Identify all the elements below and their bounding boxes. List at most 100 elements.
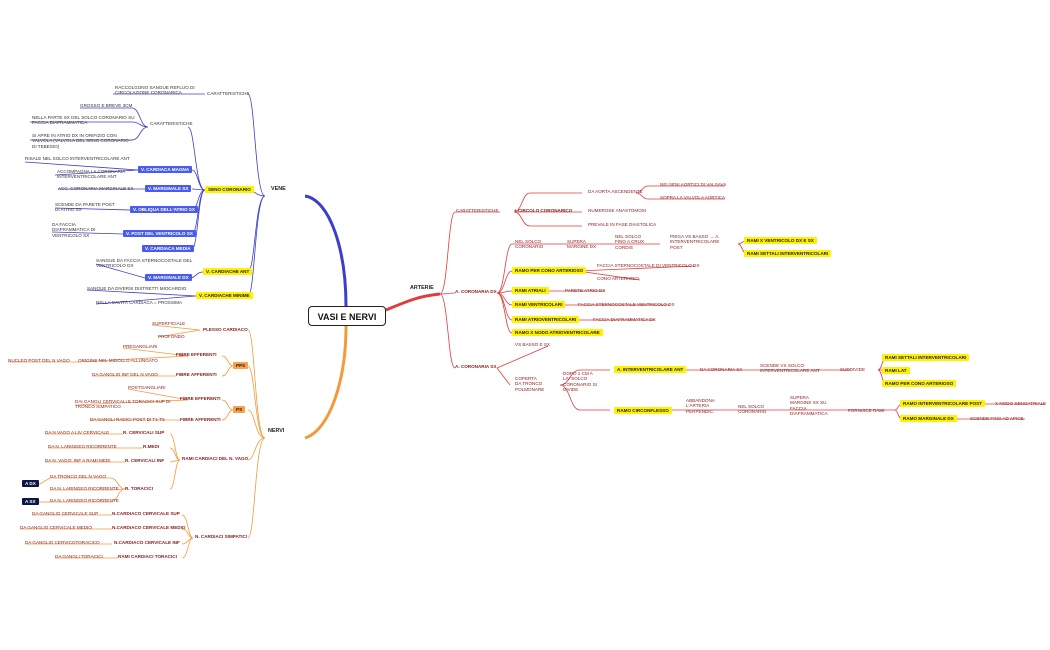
node-ramo-marginale-dx[interactable]: RAMO MARGINALE DX — [900, 415, 957, 422]
branch-arterie[interactable]: ARTERIE — [410, 285, 434, 291]
node-da-faccia[interactable]: DA FACCIA DIAFRAMMATICA DI VENTRICOLO SX — [52, 222, 96, 238]
node-profondo[interactable]: PROFONDO — [158, 334, 185, 339]
node-abbandona[interactable]: ABBANDONA L'ARTERIA PERPENDIC. — [686, 398, 715, 414]
node-fornisce-rami[interactable]: FORNISCE RAMI — [848, 408, 885, 413]
node-v-cardiaca-magna[interactable]: V. CARDIACA MAGNA — [138, 166, 193, 173]
node-da-ganglio-sup[interactable]: DA GANGLIO CERVICALE SUP — [32, 511, 99, 516]
node-seno-coronario[interactable]: SENO CORONARIO — [205, 186, 254, 193]
node-ramo-cono-sx[interactable]: RAMO PER CONO ARTERIOSO — [882, 380, 957, 387]
node-rami-atrioventricolari[interactable]: RAMI ATRIOVENTRICOLARI — [512, 316, 580, 323]
node-r-cervicali-sup[interactable]: R. CERVICALI SUP — [123, 430, 165, 435]
node-seno-caratteristiche[interactable]: CARATTERISTICHE — [150, 121, 193, 126]
node-a-dx[interactable]: A DX — [22, 480, 39, 487]
node-postgangliari[interactable]: POSTGANGLIARI — [128, 385, 166, 390]
node-pregangliari[interactable]: PREGANGLIARI — [123, 344, 158, 349]
node-da-n-laringeo-2[interactable]: DA N. LARINGEO RICORRENTE — [50, 486, 119, 491]
node-dai-gangli[interactable]: DAI GANGLI CERVICALI E TORACICI SUP DI T… — [75, 399, 171, 410]
node-scende-vs[interactable]: SCENDE VS SOLCO INTERVENTRICOLARE ANT — [760, 363, 820, 374]
node-da-n-vago-rami[interactable]: DA N. VAGO: INF A RAMI MEDI — [45, 458, 111, 463]
node-da-ganglio-medio[interactable]: DA GANGLIO CERVICALE MEDIO — [20, 525, 92, 530]
node-cono-arterioso[interactable]: CONO ARTERIOSO — [597, 276, 639, 281]
node-n-cardiaco-medio[interactable]: N.CARDIACO CERVICALE MEDIO — [112, 525, 186, 530]
node-nucleo-post[interactable]: NUCLEO POST DEL N VAGO — [8, 358, 70, 363]
node-faccia-sterno-ventr[interactable]: FACCIA STERNOCOSTALE VENTRICOLO DX — [578, 302, 675, 307]
node-nei-seni[interactable]: NEI SENI AORTICI DI VALSAVA — [660, 182, 727, 187]
node-suddivide[interactable]: SUDDIVIDE — [840, 367, 866, 372]
node-pps[interactable]: PPS — [233, 362, 249, 369]
node-da-ganglio-cervico[interactable]: DA GANGLIO CERVICOTORACICO — [25, 540, 100, 545]
node-fibre-efferenti-2[interactable]: FIBRE EFFERENTI — [180, 396, 221, 401]
node-a-coronaria-sx[interactable]: A. CORONARIA SX — [455, 364, 497, 369]
node-faccia-sterno-dx[interactable]: FACCIA STERNOCOSTALE DI VENTRICOLO DX — [597, 263, 700, 268]
node-fibre-efferenti-1[interactable]: FIBRE EFFERENTI — [176, 352, 217, 357]
node-rami-atriali[interactable]: RAMI ATRIALI — [512, 287, 549, 294]
node-nella-cavita[interactable]: NELLA CAVITÀ CARDIACA = PROSSIMA — [96, 300, 183, 305]
node-accompagna[interactable]: ACCOMPAGNA LA CORONARIA INTERVENTRICOLAR… — [57, 169, 126, 180]
node-r-medi[interactable]: R.MEDI — [143, 444, 160, 449]
node-v-cardiache-ant[interactable]: V. CARDIACHE ANT — [203, 268, 253, 275]
node-rami-settali[interactable]: RAMI SETTALI INTERVENTRICOLARI — [744, 250, 832, 257]
node-ps[interactable]: PS — [233, 406, 246, 413]
node-r-toracici[interactable]: R. TORACICI — [125, 486, 153, 491]
node-sopra-valvola[interactable]: SOPRA LA VALVOLA AORTICA — [660, 195, 726, 200]
node-supera-margine-dx[interactable]: SUPERA MARGINE DX — [567, 239, 597, 250]
node-circolo-coronarico[interactable]: + CIRCOLO CORONARICO — [514, 208, 573, 213]
node-nel-solco-coronario[interactable]: NEL SOLCO CORONARIO — [515, 239, 544, 250]
node-acc-coronaria[interactable]: ACC. CORONARIA MARGINALE SX — [58, 186, 134, 191]
node-parete-atrio[interactable]: PARETE ATRIO DX — [565, 288, 606, 293]
node-da-n-vago[interactable]: DA N VAGO A LIV CERVICALE — [45, 430, 110, 435]
node-da-n-laringeo-3[interactable]: DA N. LARINGEO RICORRENTE — [50, 498, 119, 503]
central-topic[interactable]: VASI E NERVI — [308, 306, 386, 326]
node-v-cardiaca-media[interactable]: V. CARDIACA MEDIA — [142, 245, 194, 252]
node-v-marginale-dx[interactable]: V. MARGINALE DX — [145, 274, 192, 281]
node-superficiale[interactable]: SUPERFICIALE — [152, 321, 186, 326]
node-nel-solco-fino[interactable]: NEL SOLCO FINO A CRUX CORDIS — [615, 234, 645, 250]
node-v-post[interactable]: V. POST DEL VENTRICOLO SX — [123, 230, 196, 237]
node-supera-margine-sx[interactable]: SUPERA MARGINE SX SU FACCIA DIAFRAMMATIC… — [790, 395, 828, 417]
node-faccia-diaframmatica-dx[interactable]: FACCIA DIAFRAMMATICA DX — [593, 317, 656, 322]
node-grosso[interactable]: GROSSO E BREVE 3CM — [80, 103, 133, 108]
node-v-marginale-sx[interactable]: V. MARGINALE SX — [145, 185, 192, 192]
node-fibre-afferenti-2[interactable]: FIBRE AFFERENTI — [180, 417, 221, 422]
node-da-n-laringeo-1[interactable]: DA N. LARINGEO RICORRENTE — [48, 444, 117, 449]
node-plesso-cardiaco[interactable]: PLESSO CARDIACO — [203, 327, 248, 332]
node-rami-settali-sx[interactable]: RAMI SETTALI INTERVENTRICOLARI — [882, 354, 970, 361]
node-r-cervicali-inf[interactable]: R. CERVICALI INF — [125, 458, 165, 463]
node-raccolgono[interactable]: RACCOLGONO SANGUE REFLUO DI CIRCOLAZIONE… — [115, 85, 195, 96]
node-vs-basso-sx[interactable]: VS BASSO E SX — [515, 342, 550, 347]
node-n-cardiaco-inf[interactable]: N.CARDIACO CERVICALE INF — [114, 540, 180, 545]
branch-vene[interactable]: VENE — [271, 186, 286, 192]
node-piega-vs-basso[interactable]: PIEGA VS BASSO → A. INTERVENTRICOLARE PO… — [670, 234, 720, 250]
node-scende-parete[interactable]: SCENDE DA PARETE POST DI ATRIO SX — [55, 202, 115, 213]
node-scende-fino[interactable]: SCENDE FINO AD APICE — [970, 416, 1024, 421]
node-a-sx[interactable]: A SX — [22, 498, 39, 505]
node-origine[interactable]: ORIGINE NEL MIDOLLO ALLUNGATO — [78, 358, 158, 363]
node-dopo-1cm[interactable]: DOPO 1 CM A LIV SOLCO CORONARIO SI DIVID… — [563, 371, 597, 393]
node-da-gangli-toracici[interactable]: DA GANGLI TORACICI — [55, 554, 103, 559]
node-x-nodo-senoatriale[interactable]: X NODO SENOATRIALE — [995, 401, 1047, 406]
node-v-obliqua[interactable]: V. OBLIQUA DELL'ATRIO SX — [130, 206, 198, 213]
node-n-cardiaci-simpatici[interactable]: N. CARDIACI SIMPATICI — [195, 534, 248, 539]
node-ramo-circonflesso[interactable]: RAMO CIRCONFLESSO — [614, 407, 672, 414]
node-prevale[interactable]: PREVALE IN FASE DIASTOLICA — [588, 222, 657, 227]
node-rami-cardiaci-toracici[interactable]: RAMI CARDIACI TORACICI — [118, 554, 177, 559]
node-nel-solco-sx[interactable]: NEL SOLCO CORONARIO — [738, 404, 767, 415]
node-da-tronco[interactable]: DA TRONCO DEL N VAGO — [50, 474, 107, 479]
node-numerose[interactable]: NUMEROSE ANASTOMOSI — [588, 208, 647, 213]
branch-nervi[interactable]: NERVI — [268, 428, 285, 434]
node-sangue-diversi[interactable]: SANGUE DA DIVERSI DISTRETTI MIOCARDIO — [87, 286, 187, 291]
node-risale[interactable]: RISALE NEL SOLCO INTERVENTRICOLARE ANT — [25, 156, 130, 161]
node-arterie-caratteristiche[interactable]: CARATTERISTICHE — [456, 208, 499, 213]
node-rami-x-ventricolo[interactable]: RAMI X VENTRICOLO DX E SX — [744, 237, 817, 244]
node-ramo-nodo[interactable]: RAMO X NODO ATRIOVENTRICOLARE — [512, 329, 603, 336]
node-ramo-interventricolare-post[interactable]: RAMO INTERVENTRICOLARE POST — [900, 400, 986, 407]
node-da-coronaria-sx[interactable]: DA CORONARIA SX — [700, 367, 743, 372]
node-da-aorta[interactable]: DA AORTA ASCENDENTE — [588, 189, 643, 194]
node-da-ganglio-inf[interactable]: DA GANGLIO INF DEL N VAGO — [92, 372, 158, 377]
node-coperta[interactable]: COPERTA DA TRONCO POLMONARE — [515, 376, 545, 392]
node-rami-cardiaci-vago[interactable]: RAMI CARDIACI DEL N. VAGO — [182, 456, 249, 461]
node-a-coronaria-dx[interactable]: A. CORONARIA DX — [455, 289, 497, 294]
node-v-cardiache-minime[interactable]: V. CARDIACHE MINIME — [196, 292, 253, 299]
node-si-apre[interactable]: SI APRE IN ATRIO DX IN ORIFIZIO CON VALV… — [32, 133, 132, 149]
node-sangue-faccia[interactable]: SANGUE DA FACCIA STERNOCOSTALE DEL VENTR… — [96, 258, 193, 269]
